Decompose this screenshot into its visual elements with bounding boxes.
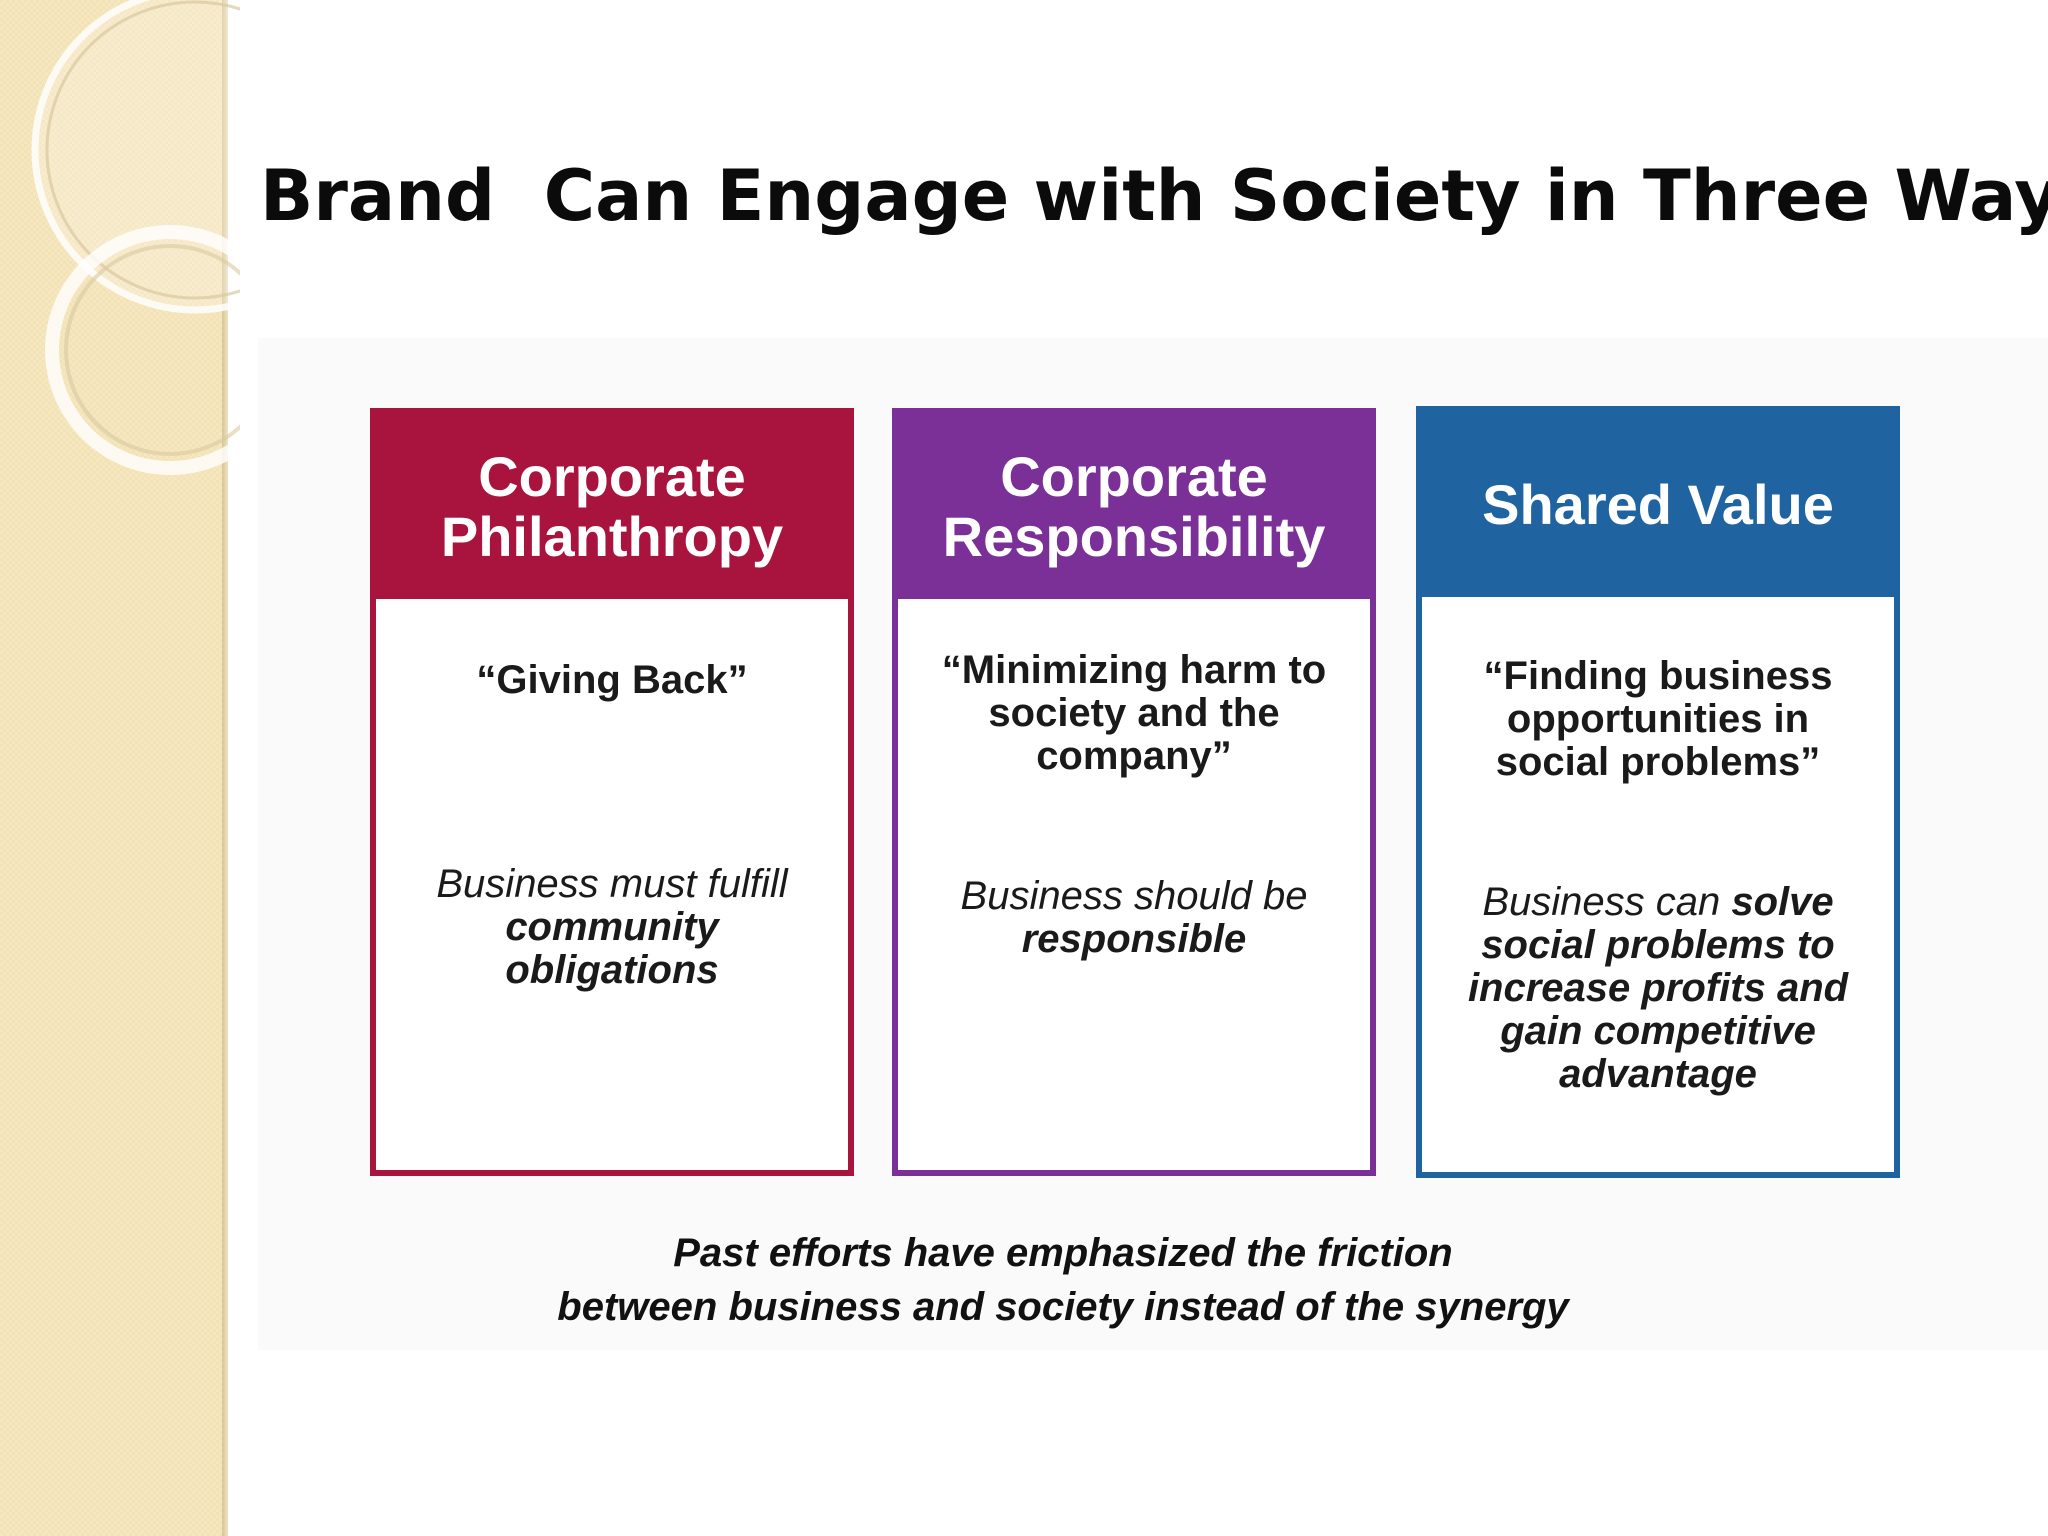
side-decoration-band xyxy=(0,0,226,1536)
column-shared-value: Shared Value “Finding business opportuni… xyxy=(1416,406,1900,1178)
decorative-rings xyxy=(31,0,240,475)
column-quote: “Finding business opportunities in socia… xyxy=(1483,654,1833,784)
side-band-edge xyxy=(222,0,228,1536)
column-heading: Corporate Responsibility xyxy=(898,414,1370,599)
statement-emphasis: community obligations xyxy=(505,905,719,992)
three-ways-diagram: Corporate Philanthropy “Giving Back” Bus… xyxy=(258,338,2048,1350)
slide-title: Brand Can Engage with Society in Three W… xyxy=(260,155,2048,237)
column-body: “Minimizing harm to society and the comp… xyxy=(898,599,1370,1170)
column-body: “Giving Back” Business must fulfill comm… xyxy=(376,599,848,1170)
column-heading: Shared Value xyxy=(1422,412,1894,597)
statement-emphasis: solve social problems to increase profit… xyxy=(1467,880,1849,1096)
column-corporate-responsibility: Corporate Responsibility “Minimizing har… xyxy=(892,408,1376,1176)
statement-text: Business must fulfill xyxy=(436,862,788,906)
column-body: “Finding business opportunities in socia… xyxy=(1422,597,1894,1172)
column-corporate-philanthropy: Corporate Philanthropy “Giving Back” Bus… xyxy=(370,408,854,1176)
statement-text: Business can xyxy=(1482,880,1732,924)
column-statement: Business should be responsible xyxy=(898,875,1370,961)
column-heading: Corporate Philanthropy xyxy=(376,414,848,599)
diagram-footnote: Past efforts have emphasized the frictio… xyxy=(557,1231,1569,1329)
column-quote: “Giving Back” xyxy=(476,658,748,702)
column-statement: Business must fulfill community obligati… xyxy=(376,863,848,992)
column-statement: Business can solve social problems to in… xyxy=(1422,881,1894,1096)
statement-emphasis: responsible xyxy=(1021,917,1247,961)
column-quote: “Minimizing harm to society and the comp… xyxy=(941,648,1327,778)
statement-text: Business should be xyxy=(960,874,1308,918)
